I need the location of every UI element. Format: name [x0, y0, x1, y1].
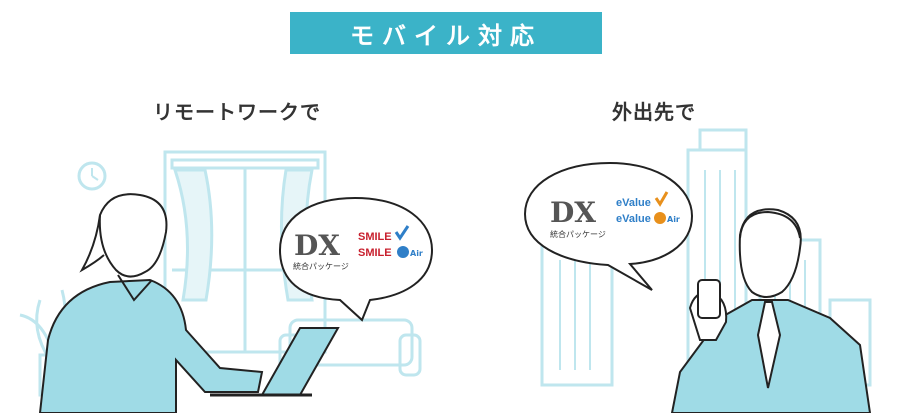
remote-package-label: 統合パッケージ — [293, 261, 349, 271]
remote-dx-logo: DX — [294, 229, 340, 262]
clock-icon — [77, 161, 107, 191]
outside-speech-bubble: DX 統合パッケージ eValue eValue Air — [523, 161, 694, 291]
laptop — [210, 327, 340, 397]
outside-caption: 外出先で — [612, 100, 696, 124]
check-icon — [394, 225, 410, 241]
remote-work-caption: リモートワークで — [153, 100, 321, 124]
page-title: モバイル対応 — [350, 21, 542, 50]
air-badge-icon — [654, 212, 666, 224]
title-banner: モバイル対応 — [290, 12, 602, 54]
outside-dx-logo: DX — [550, 196, 596, 229]
smartphone-icon — [697, 279, 721, 319]
remote-product-1: SMILE — [358, 231, 392, 243]
outside-product-2-suffix: Air — [667, 215, 680, 224]
remote-product-2: SMILE — [358, 247, 392, 259]
remote-product-2-suffix: Air — [410, 249, 423, 258]
remote-speech-bubble: DX 統合パッケージ SMILE SMILE Air — [278, 196, 434, 322]
outside-product-2: eValue — [616, 213, 651, 225]
air-badge-icon — [397, 246, 409, 258]
man-figure — [670, 208, 872, 413]
outside-package-label: 統合パッケージ — [550, 229, 606, 239]
check-icon — [654, 191, 669, 207]
woman-figure — [38, 193, 264, 413]
outside-product-1: eValue — [616, 197, 651, 209]
